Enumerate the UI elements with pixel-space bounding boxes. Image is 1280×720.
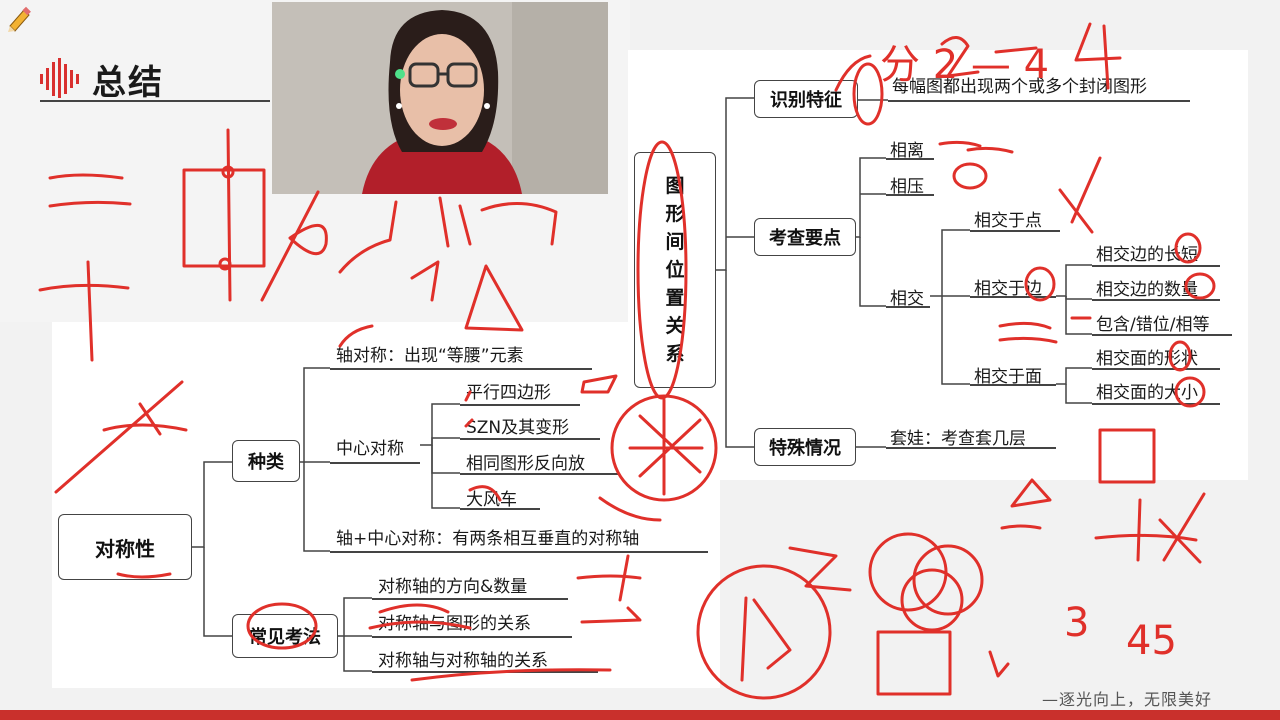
center-underline [330, 462, 420, 464]
bottom-bar [0, 710, 1280, 720]
at-point-label: 相交于点 [974, 211, 1042, 231]
root-char: 关 [665, 315, 685, 337]
edge-item-underline [1092, 299, 1220, 301]
hand-note-three: 3 [1064, 600, 1089, 646]
position-root-node[interactable]: 图 形 间 位 置 关 系 [634, 152, 716, 388]
center-item-parallelogram: 平行四边形 [466, 383, 551, 403]
center-item-szn: SZN及其变形 [466, 418, 570, 438]
face-item-underline [1092, 403, 1220, 405]
identify-text: 每幅图都出现两个或多个封闭图形 [892, 77, 1147, 97]
symmetry-root-label: 对称性 [95, 536, 155, 561]
center-item-windmill: 大风车 [466, 490, 517, 510]
separate-underline [886, 158, 934, 160]
test-underline [372, 598, 568, 600]
at-face-label: 相交于面 [974, 367, 1042, 387]
item-underline [460, 438, 600, 440]
kinds-node[interactable]: 种类 [232, 440, 300, 482]
at-point-underline [970, 230, 1060, 232]
title-underline [40, 100, 270, 102]
root-char: 位 [665, 259, 685, 281]
test-underline [372, 636, 572, 638]
root-char: 置 [665, 287, 685, 309]
hand-note-top: 分 2 — 4 [880, 42, 1049, 88]
pencil-icon[interactable] [6, 6, 32, 32]
axis-symmetry-label: 轴对称：出现“等腰”元素 [336, 346, 524, 366]
edge-item-count: 相交边的数量 [1096, 280, 1198, 300]
at-edge-underline [970, 296, 1056, 298]
special-underline [886, 447, 1056, 449]
hand-note-45: 45 [1126, 618, 1177, 664]
edge-item-contain: 包含/错位/相等 [1096, 315, 1210, 335]
center-item-reverse: 相同图形反向放 [466, 454, 585, 474]
identify-underline [888, 100, 1190, 102]
symmetry-root-node[interactable]: 对称性 [58, 514, 192, 580]
axis-underline [330, 368, 592, 370]
edge-item-length: 相交边的长短 [1096, 245, 1198, 265]
kinds-label: 种类 [248, 452, 284, 473]
item-underline [460, 473, 620, 475]
press-label: 相压 [890, 177, 924, 197]
page-title: 总结 [92, 63, 164, 103]
test-item-relation-axis: 对称轴与对称轴的关系 [378, 651, 548, 671]
both-underline [330, 551, 708, 553]
special-label: 特殊情况 [769, 438, 841, 459]
sound-wave-icon [40, 58, 84, 98]
special-node[interactable]: 特殊情况 [754, 428, 856, 466]
intersect-label: 相交 [890, 289, 924, 309]
root-char: 形 [665, 203, 685, 225]
special-text: 套娃：考查套几层 [890, 429, 1026, 449]
center-symmetry-label: 中心对称 [336, 439, 404, 459]
points-node[interactable]: 考查要点 [754, 218, 856, 256]
edge-item-underline [1092, 265, 1220, 267]
points-label: 考查要点 [769, 228, 841, 249]
face-item-underline [1092, 368, 1220, 370]
edge-item-underline [1092, 334, 1232, 336]
intersect-underline [886, 306, 930, 308]
separate-label: 相离 [890, 141, 924, 161]
watermark-text: —逐光向上，无限美好 [1042, 690, 1213, 709]
press-underline [886, 194, 934, 196]
root-char: 间 [665, 231, 685, 253]
identify-label: 识别特征 [770, 90, 842, 111]
webcam-video [272, 2, 608, 194]
identify-node[interactable]: 识别特征 [754, 80, 858, 118]
item-underline [460, 404, 580, 406]
test-item-direction: 对称轴的方向&数量 [378, 577, 528, 597]
at-face-underline [970, 384, 1056, 386]
item-underline [460, 508, 540, 510]
face-item-size: 相交面的大小 [1096, 383, 1198, 403]
axis-center-symmetry-label: 轴+中心对称：有两条相互垂直的对称轴 [336, 529, 640, 549]
